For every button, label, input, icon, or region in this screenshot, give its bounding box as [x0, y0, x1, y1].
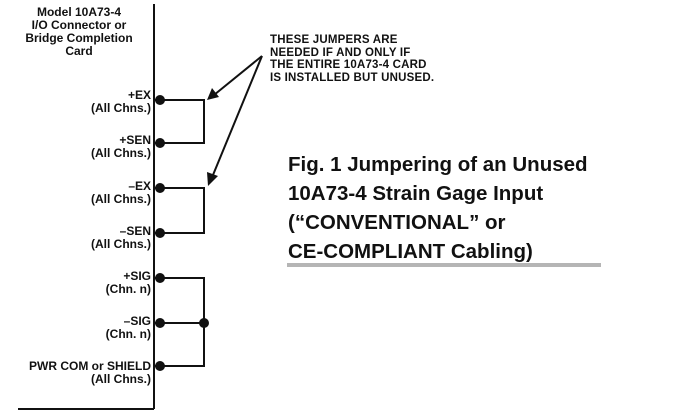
terminal-scope: (All Chns.): [91, 372, 151, 386]
terminal-dot-minus-ex: [155, 183, 165, 193]
card-title-line: Model 10A73-4: [36, 5, 122, 19]
terminal-dot-minus-sig: [155, 318, 165, 328]
terminal-signal: –EX: [128, 179, 151, 193]
terminal-label-plus-ex: +EX (All Chns.): [91, 89, 151, 115]
jumper-note-line: THE ENTIRE 10A73-4 CARD: [270, 59, 427, 71]
terminal-label-minus-ex: –EX (All Chns.): [91, 180, 151, 206]
figure-caption-line: 10A73-4 Strain Gage Input: [288, 182, 544, 205]
terminal-dot-minus-sen: [155, 228, 165, 238]
terminal-signal: +SEN: [119, 133, 151, 147]
terminal-label-minus-sen: –SEN (All Chns.): [91, 225, 151, 251]
terminal-signal: –SEN: [119, 224, 151, 238]
terminal-scope: (All Chns.): [91, 192, 151, 206]
junction-dot-sig: [199, 318, 209, 328]
note-arrow-lower: [212, 55, 263, 176]
terminal-signal: –SIG: [123, 314, 151, 328]
jumper-note-line: THESE JUMPERS ARE: [270, 34, 398, 46]
terminal-signal: +EX: [127, 88, 151, 102]
card-title-line: Card: [65, 44, 93, 58]
terminal-label-minus-sig: –SIG (Chn. n): [106, 315, 151, 341]
jumper-note-line: NEEDED IF AND ONLY IF: [270, 46, 411, 59]
note-arrow-upper: [213, 55, 263, 96]
terminal-label-plus-sen: +SEN (All Chns.): [91, 134, 151, 160]
terminal-signal: PWR COM or SHIELD: [29, 359, 151, 373]
terminal-dot-plus-sig: [155, 273, 165, 283]
arrowhead-lower: [207, 172, 218, 186]
terminal-scope: (All Chns.): [91, 146, 151, 160]
terminal-dot-plus-ex: [155, 95, 165, 105]
terminal-label-pwr-com: PWR COM or SHIELD (All Chns.): [29, 360, 151, 386]
terminal-scope: (All Chns.): [91, 237, 151, 251]
terminal-scope: (All Chns.): [91, 101, 151, 115]
card-title-line: I/O Connector or: [31, 18, 127, 32]
terminal-signal: +SIG: [123, 269, 151, 283]
card-title-line: Bridge Completion: [25, 31, 133, 45]
caption-rule: [287, 263, 601, 267]
figure-caption-line: Fig. 1 Jumpering of an Unused: [288, 153, 588, 176]
arrowhead-upper: [207, 88, 219, 100]
terminal-dot-pwr-com: [155, 361, 165, 371]
terminal-dot-plus-sen: [155, 138, 165, 148]
terminal-label-plus-sig: +SIG (Chn. n): [106, 270, 151, 296]
terminal-scope: (Chn. n): [105, 327, 151, 341]
terminal-scope: (Chn. n): [105, 282, 151, 296]
figure-caption-line: CE-COMPLIANT Cabling): [288, 240, 533, 263]
jumper-note: THESE JUMPERS ARE NEEDED IF AND ONLY IF …: [270, 34, 434, 84]
jumper-note-line: IS INSTALLED BUT UNUSED.: [270, 71, 435, 84]
card-title: Model 10A73-4 I/O Connector or Bridge Co…: [6, 6, 152, 58]
figure-caption: Fig. 1 Jumpering of an Unused 10A73-4 St…: [288, 150, 588, 266]
figure-caption-line: (“CONVENTIONAL” or: [288, 211, 506, 234]
